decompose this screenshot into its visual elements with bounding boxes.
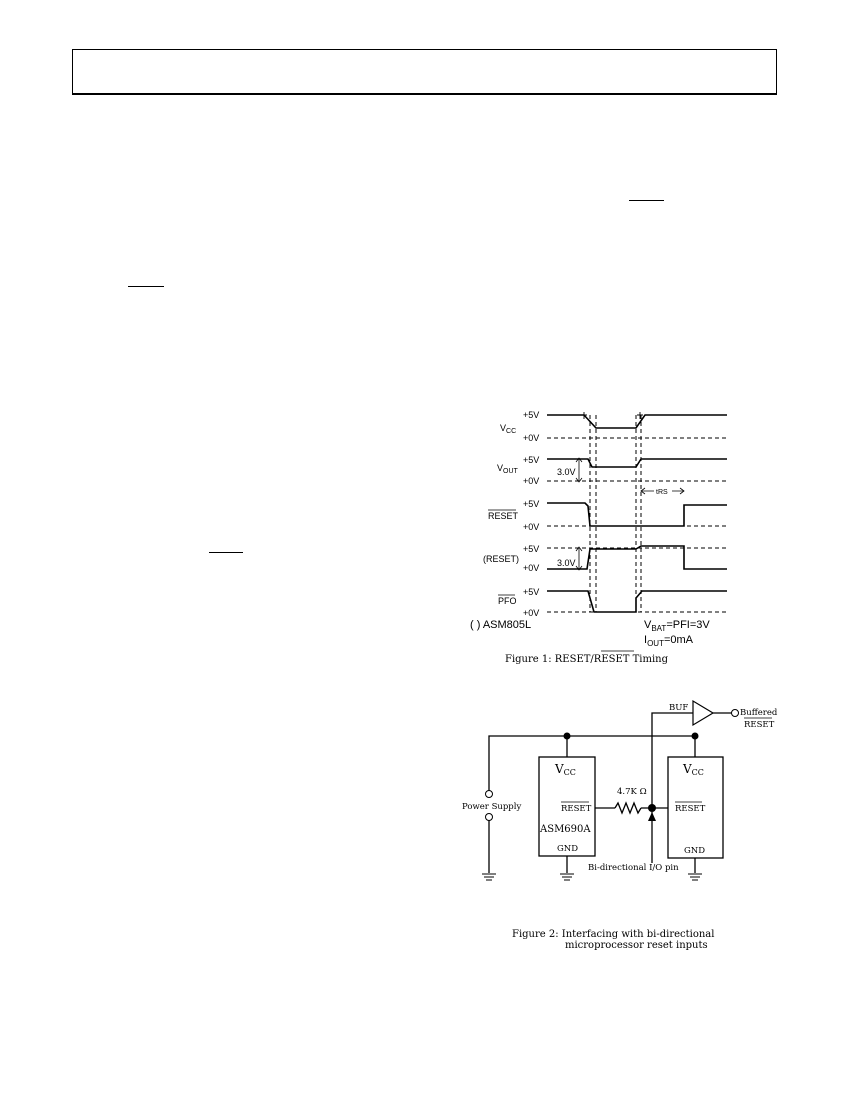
level-low-label: +0V [523,563,539,573]
footnote-vbat: VBAT=PFI=3V [644,619,710,633]
trs-label: tRS [656,489,668,496]
figure-1-timing-diagram: +5V +0V +5V +0V +5V +0V +5V +0V +5V +0V … [470,410,727,665]
page-header-box [72,49,777,95]
chip1-reset-label: RESET [561,804,592,814]
resistor-label: 4.7K Ω [617,787,647,797]
figure-2-caption-line2: microprocessor reset inputs [565,940,708,951]
ground-symbol [560,873,574,881]
ground-symbol [482,873,496,881]
bidir-pin-label: Bi-directional I/O pin [588,863,679,873]
dashed-reference-lines [547,415,727,613]
level-labels: +5V +0V +5V +0V +5V +0V +5V +0V +5V +0V [523,410,539,618]
figure-1-caption: Figure 1: RESET/RESET Timing [505,654,669,665]
resistor-symbol [614,801,642,815]
overline-mark [128,286,164,287]
threshold-label: 3.0V [557,558,576,568]
level-low-label: +0V [523,476,539,486]
signal-label-reset-asm805l: (RESET) [483,554,519,564]
waveform-reset-bar [547,502,727,527]
chip2-gnd-label: GND [684,846,705,856]
waveform-vout [547,458,727,468]
chip1-vcc-label: VCC [554,762,576,777]
buffer-symbol [692,699,715,727]
chip1-gnd-label: GND [557,844,578,854]
level-high-label: +5V [523,544,539,554]
buffered-label: Buffered [740,708,778,718]
chip-microprocessor [667,756,724,859]
signal-label-vout: VOUT [497,463,519,475]
buf-label: BUF [669,703,688,713]
figure-2-circuit-diagram: Power Supply VCC RESET ASM690A GND VCC R… [462,699,778,951]
power-supply-label: Power Supply [462,802,521,812]
chip1-name: ASM690A [539,824,591,835]
threshold-label: 3.0V [557,467,576,477]
ground-symbol [688,873,702,881]
chip-asm690a [538,756,596,857]
level-high-label: +5V [523,587,539,597]
signal-label-reset-bar: RESET [488,511,519,521]
overline-mark [209,552,243,553]
chip2-vcc-label: VCC [682,762,704,777]
signal-label-vcc: VCC [500,423,516,435]
figure-2-caption-line1: Figure 2: Interfacing with bi-directiona… [512,929,714,940]
level-high-label: +5V [523,499,539,509]
waveform-pfo [547,590,727,613]
chip2-reset-label: RESET [675,804,706,814]
vcc-rail [488,735,696,791]
level-high-label: +5V [523,455,539,465]
level-low-label: +0V [523,608,539,618]
power-supply-terminal [485,790,493,798]
level-high-label: +5V [523,410,539,420]
power-supply-terminal [485,813,493,821]
overline-mark [629,200,664,201]
signal-label-pfo: PFO [498,596,517,606]
output-terminal [731,709,739,717]
waveform-vcc [547,414,727,429]
footnote-asm805l: ( ) ASM805L [470,619,531,631]
level-low-label: +0V [523,522,539,532]
level-low-label: +0V [523,433,539,443]
waveform-reset-asm805l [547,545,727,570]
buffered-reset-label: RESET [744,720,775,730]
footnote-iout: IOUT=0mA [644,634,694,648]
